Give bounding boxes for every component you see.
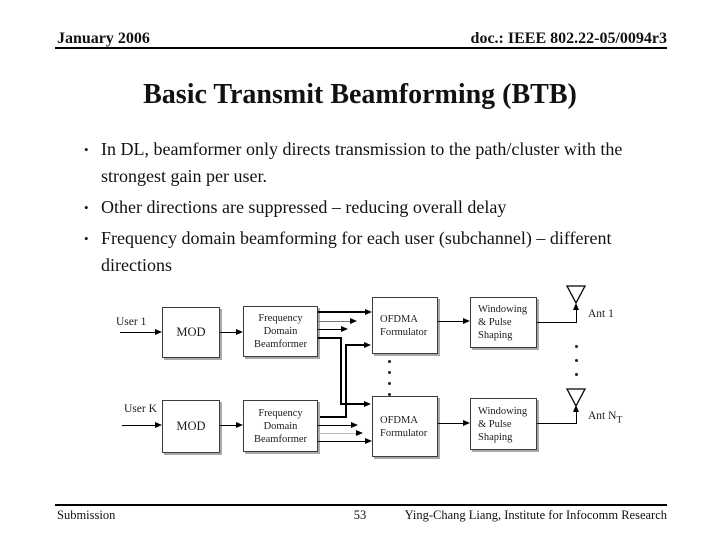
connector [438,423,464,424]
arrowhead [365,308,372,315]
bullet-text: In DL, beamformer only directs transmiss… [101,139,623,186]
antenna-icon [566,285,586,304]
connector [345,344,365,346]
header-rule [55,47,667,49]
bullet-marker: • [84,231,89,246]
footer-author: Ying-Chang Liang, Institute for Infocomm… [404,508,667,522]
footer-submission: Submission [57,508,116,522]
arrowhead [365,437,372,444]
ellipsis-dot [388,371,391,374]
antenna-label: Ant 1 [588,308,614,320]
arrowhead [155,328,162,335]
ofdma-box-1: OFDMA Formulator [372,297,438,354]
bullet-item: • Frequency domain beamforming for each … [84,225,682,279]
arrowhead [356,429,363,436]
connector [318,329,342,330]
bullet-text: Frequency domain beamforming for each us… [101,228,612,275]
header-date: January 2006 [57,30,150,47]
connector [340,337,342,405]
arrowhead [573,405,579,412]
connector [318,311,365,313]
beamformer-box-2: Frequency Domain Beamformer [243,400,318,452]
ellipsis-dot [575,359,578,362]
connector [318,416,347,418]
userK-label: User K [124,403,157,415]
ellipsis-dot [575,345,578,348]
user1-label: User 1 [116,316,147,328]
mod-box-2: MOD [162,400,220,453]
bullet-marker: • [84,142,89,157]
arrowhead [364,341,371,348]
connector [318,337,342,339]
arrowhead [236,421,243,428]
arrowhead [463,317,470,324]
connector [438,321,464,322]
arrowhead [350,317,357,324]
windowing-box-1: Windowing & Pulse Shaping [470,297,537,348]
arrowhead [351,421,358,428]
antenna-label: Ant NT [588,410,623,426]
connector [537,322,577,323]
arrowhead [236,328,243,335]
connector [340,403,365,405]
connector [220,332,237,333]
connector [122,425,156,426]
connector [318,425,352,426]
bullet-item: • In DL, beamformer only directs transmi… [84,136,682,190]
mod-box-1: MOD [162,307,220,358]
connector [318,433,357,434]
ellipsis-dot [388,382,391,385]
arrowhead [463,419,470,426]
ellipsis-dot [388,360,391,363]
page-title: Basic Transmit Beamforming (BTB) [143,79,577,110]
footer-rule [55,504,667,506]
bullet-marker: • [84,200,89,215]
connector [220,425,237,426]
arrowhead [341,325,348,332]
beamformer-box-1: Frequency Domain Beamformer [243,306,318,357]
footer-page-number: 53 [353,508,367,522]
bullet-text: Other directions are suppressed – reduci… [101,197,507,217]
windowing-box-2: Windowing & Pulse Shaping [470,398,537,450]
connector [318,321,351,322]
ellipsis-dot [575,373,578,376]
ellipsis-dot [388,393,391,396]
connector [120,332,156,333]
connector [576,410,577,424]
bullet-item: • Other directions are suppressed – redu… [84,194,682,221]
connector [318,441,366,442]
connector [537,423,577,424]
header-doc-id: doc.: IEEE 802.22-05/0094r3 [470,30,667,47]
bullet-list: • In DL, beamformer only directs transmi… [84,136,682,283]
arrowhead [364,400,371,407]
connector [576,308,577,323]
connector [345,344,347,418]
ofdma-box-2: OFDMA Formulator [372,396,438,457]
arrowhead [573,303,579,310]
arrowhead [155,421,162,428]
antenna-icon [566,388,586,407]
